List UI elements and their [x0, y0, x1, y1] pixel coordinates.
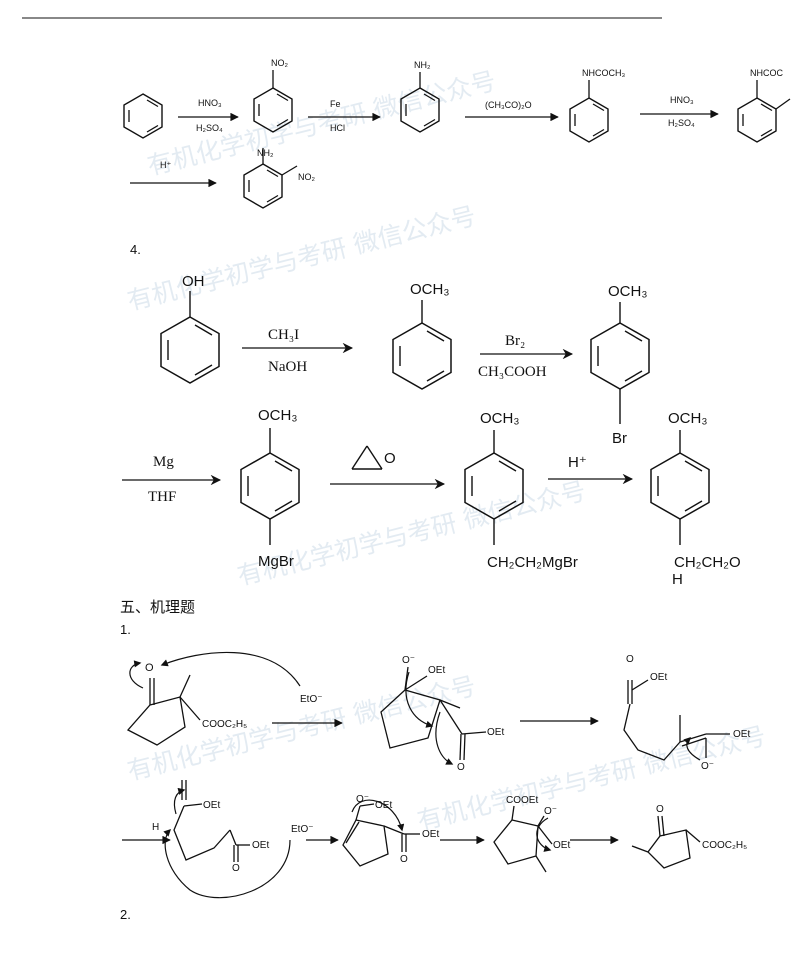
section-heading: 五、机理题 — [120, 598, 196, 616]
group-label: OEt — [203, 800, 220, 811]
group-label: OEt — [375, 800, 392, 811]
acetanilide-ring — [569, 97, 609, 143]
group-label: COOC₂H₅ — [702, 840, 747, 851]
atom-label: O — [626, 654, 634, 665]
substituent-label: CH₂CH₂O — [674, 554, 741, 571]
mechanism-row-1: O COOC₂H₅ EtO⁻ O⁻ OEt OEt O O OEt OEt — [126, 651, 750, 773]
substituent-label: NO₂ — [271, 58, 289, 68]
group-label: OEt — [733, 729, 750, 740]
atom-label: O⁻ — [402, 655, 415, 666]
grignard-ring — [240, 452, 300, 520]
substituent-label: NO₂ — [298, 172, 316, 182]
electron-arrow — [536, 817, 552, 852]
substituent-label: OH — [182, 273, 205, 290]
group-label: OEt — [252, 840, 269, 851]
reagent-label: H⁺ — [160, 160, 171, 170]
anisole-ring — [392, 322, 452, 390]
reagent-label: H₂SO₄ — [196, 123, 223, 133]
reagent-label: EtO⁻ — [300, 694, 323, 705]
electron-arrow — [173, 787, 186, 815]
electron-arrow — [160, 651, 301, 687]
atom-label: O — [656, 804, 664, 815]
substituent-label: NH₂ — [257, 148, 274, 158]
substituent-label: OCH₃ — [668, 410, 707, 427]
group-label: OEt — [650, 672, 667, 683]
bond — [281, 165, 298, 176]
bond — [775, 98, 791, 110]
substituent-label: Br — [612, 430, 627, 447]
atom-label: O⁻ — [356, 794, 369, 805]
group-label: COOC₂H₅ — [202, 719, 247, 730]
reagent-label: Br₂ — [505, 333, 525, 349]
electron-arrow — [435, 711, 454, 765]
watermark-text: 有机化学初学与考研 微信公众号 — [234, 476, 588, 591]
atom-label: H — [152, 822, 159, 833]
electron-arrow — [351, 799, 405, 832]
electron-arrow — [683, 736, 701, 761]
atom-label: O⁻ — [544, 806, 557, 817]
group-label: COOEt — [506, 795, 538, 806]
problem-number: 2. — [120, 907, 131, 922]
substituent-label: OCH₃ — [258, 407, 297, 424]
reagent-label: NaOH — [268, 359, 307, 375]
reagent-label: EtO⁻ — [291, 824, 314, 835]
substituent-label: OCH₃ — [410, 281, 449, 298]
substituent-label: CH₂CH₂MgBr — [487, 554, 578, 571]
atom-label: O — [145, 662, 154, 674]
reagent-label: THF — [148, 489, 176, 505]
problem4-scheme: OH CH₃I NaOH OCH₃ Br₂ CH₃COOH OCH₃ Br Mg… — [122, 273, 741, 588]
watermark-text: 有机化学初学与考研 微信公众号 — [414, 721, 768, 836]
substituent-label: OCH₃ — [480, 410, 519, 427]
atom-label: O — [232, 863, 240, 874]
reagent-label: Fe — [330, 99, 341, 109]
phenol-ring — [160, 316, 220, 384]
group-label: OEt — [422, 829, 439, 840]
electron-arrow — [405, 671, 434, 728]
watermark-text: 有机化学初学与考研 微信公众号 — [124, 671, 478, 786]
benzene-ring — [123, 93, 163, 139]
substituent-label: OCH₃ — [608, 283, 647, 300]
electron-arrow — [163, 828, 291, 899]
atom-label: O — [457, 762, 465, 773]
reagent-label: (CH₃CO)₂O — [485, 100, 532, 110]
watermark-text: 有机化学初学与考研 微信公众号 — [124, 201, 478, 316]
problem3-scheme: HNO₃ H₂SO₄ NO₂ Fe HCl NH₂ (CH₃CO)₂O NHCO… — [123, 58, 791, 209]
nitroaniline-ring — [243, 163, 283, 209]
atom-label: O — [400, 854, 408, 865]
bromoanisole-ring — [590, 322, 650, 390]
substituent-label: NHCOC — [750, 68, 783, 78]
group-label: OEt — [487, 727, 504, 738]
substituent-label: H — [672, 571, 683, 588]
problem-number: 1. — [120, 622, 131, 637]
reagent-label: H⁺ — [568, 454, 587, 471]
reagent-label: CH₃I — [268, 327, 299, 343]
group-label: OEt — [553, 840, 570, 851]
substituent-label: NHCOCH₃ — [582, 68, 625, 78]
nitro-acetanilide-ring — [737, 97, 777, 143]
epoxide-o-label: O — [384, 450, 396, 467]
reagent-label: HCl — [330, 123, 345, 133]
reagent-label: HNO₃ — [198, 98, 222, 108]
substituent-label: MgBr — [258, 553, 294, 570]
substituent-label: NH₂ — [414, 60, 431, 70]
reagent-label: HNO₃ — [670, 95, 694, 105]
electron-arrow — [129, 660, 144, 689]
group-label: OEt — [428, 665, 445, 676]
problem-number: 4. — [130, 242, 141, 257]
reagent-label: H₂SO₄ — [668, 118, 695, 128]
atom-label: O⁻ — [701, 761, 714, 772]
reagent-label: Mg — [153, 454, 174, 470]
reagent-label: CH₃COOH — [478, 364, 547, 380]
epoxide-structure: O — [351, 445, 396, 470]
mechanism-row-2: H OEt OEt O EtO⁻ O⁻ OEt OEt O COOEt — [122, 780, 747, 899]
product-ring — [650, 452, 710, 520]
